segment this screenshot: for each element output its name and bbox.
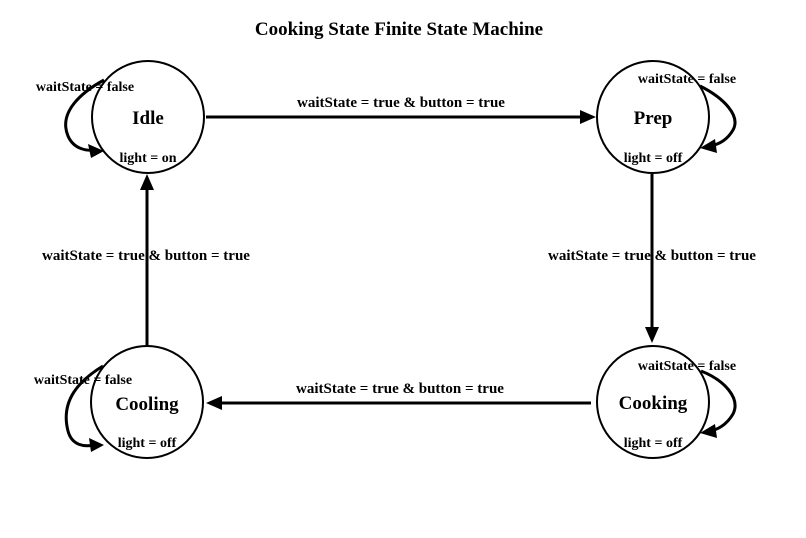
self-loop-label-idle: waitState = false xyxy=(36,80,134,95)
self-loop-label-cooling: waitState = false xyxy=(34,373,132,388)
state-circle xyxy=(596,60,710,174)
arrowhead xyxy=(700,139,717,153)
state-name: Prep xyxy=(634,108,673,129)
diagram-title: Cooking State Finite State Machine xyxy=(255,19,543,40)
transition-label: waitState = true & button = true xyxy=(548,248,756,264)
state-output: light = off xyxy=(624,151,683,166)
state-circle xyxy=(596,345,710,459)
arrowhead xyxy=(645,327,659,343)
transition-prep-to-cooking: waitState = true & button = true xyxy=(548,174,756,343)
self-loop-cooling xyxy=(64,364,104,452)
loop-path xyxy=(64,364,104,448)
transition-cooking-to-cooling: waitState = true & button = true xyxy=(206,381,591,410)
state-cooking: Cooking light = off xyxy=(596,345,710,459)
transition-label: waitState = true & button = true xyxy=(297,95,505,111)
arrowhead xyxy=(140,174,154,190)
state-name: Cooling xyxy=(115,394,179,415)
arrowhead xyxy=(88,144,104,158)
arrowhead xyxy=(580,110,596,124)
arrowhead xyxy=(206,396,222,410)
state-output: light = on xyxy=(120,151,177,166)
loop-path xyxy=(700,369,737,433)
self-loop-label-prep: waitState = false xyxy=(638,72,736,87)
arrowhead xyxy=(89,438,104,452)
loop-path xyxy=(699,84,737,148)
loop-path xyxy=(64,78,105,152)
arrowhead xyxy=(700,424,717,438)
self-loop-cooking xyxy=(700,369,737,438)
self-loop-prep xyxy=(699,84,737,153)
state-output: light = off xyxy=(118,436,177,451)
state-prep: Prep light = off xyxy=(596,60,710,174)
state-name: Idle xyxy=(132,108,164,129)
transition-idle-to-prep: waitState = true & button = true xyxy=(206,95,596,124)
state-output: light = off xyxy=(624,436,683,451)
transition-label: waitState = true & button = true xyxy=(296,381,504,397)
state-idle: Idle light = on xyxy=(91,60,205,174)
transition-label: waitState = true & button = true xyxy=(42,248,250,264)
self-loop-idle xyxy=(64,78,105,158)
state-cooling: Cooling light = off xyxy=(90,345,204,459)
state-circle xyxy=(91,60,205,174)
self-loop-label-cooking: waitState = false xyxy=(638,359,736,374)
state-circle xyxy=(90,345,204,459)
state-name: Cooking xyxy=(619,393,688,414)
transition-cooling-to-idle: waitState = true & button = true xyxy=(42,174,250,347)
